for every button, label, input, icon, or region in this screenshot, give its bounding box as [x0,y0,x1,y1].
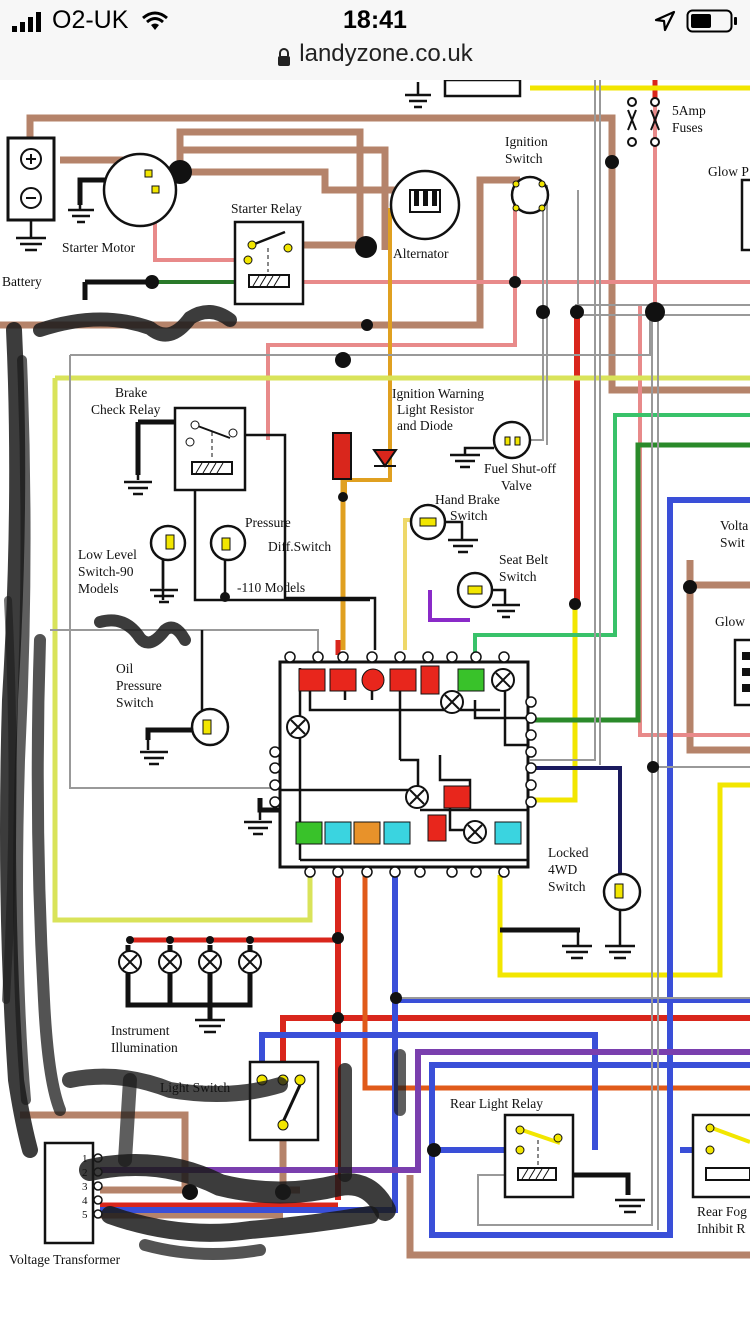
label-low-level-2: Switch-90 [78,564,134,579]
green-wires [150,280,750,723]
label-ign-warn-2: Light Resistor [397,402,474,417]
fuel-shutoff-symbol [450,420,532,469]
label-oil-1: Oil [116,661,134,676]
label-ignition-switch-1: Ignition [505,134,548,149]
label-locked-3: Switch [548,879,586,894]
hand-drawn-scribbles [0,305,406,1260]
label-hand-brake-1: Hand Brake [435,492,500,507]
label-seat-belt-2: Switch [499,569,537,584]
label-brake-check-2: Check Relay [91,402,161,417]
label-locked-2: 4WD [548,862,577,877]
label-instrument-1: Instrument [111,1023,170,1038]
label-glow-mid: Glow [715,614,745,629]
label-fuses-2: Fuses [672,120,703,135]
hand-brake-switch-symbol [409,503,478,554]
wiring-diagram: Battery Starter Motor Starter Relay Alte… [0,80,750,1334]
seat-belt-switch-symbol [456,571,520,619]
warning-diode [372,449,398,468]
label-volta-1: Volta [720,518,748,533]
url-text: landyzone.co.uk [299,40,473,67]
label-rear-light-relay: Rear Light Relay [450,1096,543,1111]
label-volta-2: Swit [720,535,745,550]
ios-status-bar: O2-UK 18:41 landyzone.co.uk [0,0,750,81]
label-ign-warn-3: and Diode [397,418,453,433]
instrument-panel [244,651,537,878]
light-switch-symbol [248,1060,320,1142]
white-wires [50,80,750,1230]
alternator-symbol [389,169,461,241]
starter-relay-symbol [233,220,305,306]
label-battery: Battery [2,274,42,289]
label-rear-fog-1: Rear Fog [697,1204,747,1219]
label-low-level-3: Models [78,581,119,596]
label-glow-top: Glow P [708,164,749,179]
label-110-models: -110 Models [237,580,305,595]
label-seat-belt-1: Seat Belt [499,552,548,567]
brake-check-relay-symbol [124,406,247,496]
pin-label-3: 3 [82,1181,88,1193]
carrier-name: O2-UK [52,6,129,34]
label-low-level-1: Low Level [78,547,137,562]
rear-fog-relay-symbol [691,1113,750,1199]
top-connector-box [443,80,522,98]
lock-icon [278,47,291,66]
label-hand-brake-2: Switch [450,508,488,523]
label-starter-relay: Starter Relay [231,201,302,216]
glow-plug-box [740,178,750,252]
address-bar[interactable]: landyzone.co.uk [0,40,750,70]
starter-motor-symbol [68,152,178,228]
label-alternator: Alternator [393,246,449,261]
pin-label-5: 5 [82,1209,88,1221]
pin-label-4: 4 [82,1195,88,1207]
label-fuel-2: Valve [501,478,532,493]
label-diff-switch: Diff.Switch [268,539,331,554]
pin-label-2: 2 [82,1167,88,1179]
label-ign-warn-1: Ignition Warning [392,386,484,401]
label-brake-check-1: Brake [115,385,147,400]
battery-symbol [6,136,56,252]
label-fuel-1: Fuel Shut-off [484,461,557,476]
purple-wires [100,590,750,1173]
voltage-transformer-symbol [43,1141,103,1245]
ignition-switch-symbol [510,175,550,215]
status-time: 18:41 [343,6,407,34]
pressure-diff-switch-symbol [209,524,247,562]
label-rear-fog-2: Inhibit R [697,1221,745,1236]
location-arrow-icon [654,10,676,32]
label-fuses-1: 5Amp [672,103,706,118]
pin-label-1: 1 [82,1153,88,1165]
label-instrument-2: Illumination [111,1040,178,1055]
label-locked-1: Locked [548,845,589,860]
label-pressure: Pressure [245,515,291,530]
label-ignition-switch-2: Switch [505,151,543,166]
label-light-switch: Light Switch [160,1080,230,1095]
battery-icon [686,9,737,33]
low-level-switch-symbol [149,524,187,604]
label-oil-2: Pressure [116,678,162,693]
wifi-icon [142,11,168,30]
fuses-symbol [627,97,660,147]
instrument-illumination-bulbs [118,950,262,1034]
label-voltage-transformer: Voltage Transformer [9,1252,121,1267]
label-starter-motor: Starter Motor [62,240,136,255]
cellular-signal-icon [12,12,41,32]
locked-4wd-switch-symbol [562,872,642,960]
warning-light-resistor [332,432,352,480]
label-oil-3: Switch [116,695,154,710]
rear-light-relay-symbol [503,1113,645,1214]
oil-pressure-switch-symbol [140,707,230,766]
